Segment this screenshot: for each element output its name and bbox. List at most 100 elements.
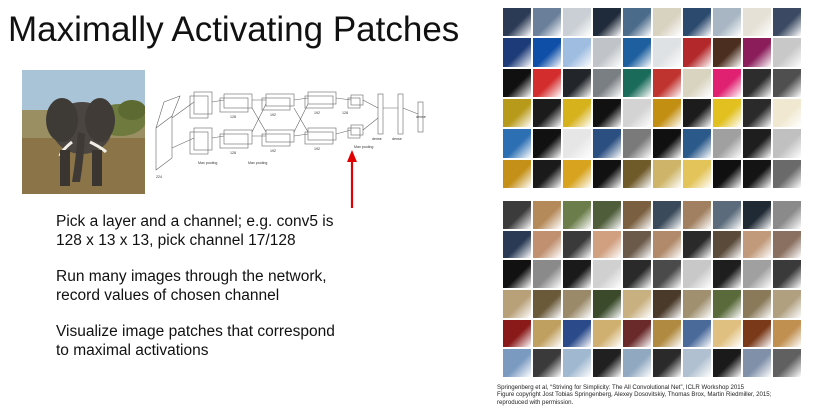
image-patch [623,201,651,229]
image-patch [743,349,771,377]
image-patch [593,289,621,318]
image-patch [773,260,801,288]
image-patch [713,260,741,288]
image-patch [533,8,561,37]
image-patch [683,201,711,229]
image-patch [743,129,771,158]
label-dense-1: dense [372,137,382,141]
image-patch [593,68,621,97]
patch-grid-bottom [503,201,801,377]
image-patch [743,260,771,288]
image-patch [713,230,741,259]
svg-text:128: 128 [230,151,236,155]
image-patch [593,129,621,158]
svg-text:192: 192 [270,149,276,153]
image-patch [773,230,801,259]
image-patch [773,319,801,348]
image-patch [593,230,621,259]
image-patch [653,289,681,318]
image-patch [623,349,651,377]
image-patch [503,68,531,97]
svg-text:192: 192 [314,147,320,151]
patch-grid-top [503,8,801,188]
image-patch [533,230,561,259]
image-patch [593,319,621,348]
image-patch [653,129,681,158]
image-patch [503,260,531,288]
citation-line-2: Figure copyright Jost Tobias Springenber… [497,391,772,399]
image-patch [533,159,561,188]
image-patch [773,349,801,377]
image-patch [713,68,741,97]
image-patch [743,159,771,188]
image-patch [533,260,561,288]
image-patch [773,38,801,67]
image-patch [593,99,621,128]
image-patch [773,99,801,128]
image-patch [623,99,651,128]
image-patch [533,319,561,348]
image-patch [713,99,741,128]
image-patch [593,38,621,67]
bullet-3: Visualize image patches that correspond … [56,323,335,359]
image-patch [623,129,651,158]
image-patch [653,349,681,377]
image-patch [533,289,561,318]
image-patch [533,68,561,97]
image-patch [683,68,711,97]
image-patch [743,38,771,67]
image-patch [563,260,591,288]
image-patch [623,38,651,67]
elephant-image [22,70,145,194]
image-patch [503,38,531,67]
image-patch [563,99,591,128]
image-patch [743,289,771,318]
image-patch [653,319,681,348]
image-patch [713,8,741,37]
image-patch [653,8,681,37]
image-patch [713,201,741,229]
image-patch [713,349,741,377]
image-patch [683,349,711,377]
image-patch [773,129,801,158]
image-patch [503,201,531,229]
red-arrow-icon [347,150,357,208]
svg-text:192: 192 [270,113,276,117]
image-patch [503,319,531,348]
image-patch [593,260,621,288]
bullet-2: Run many images through the network, rec… [56,268,327,304]
image-patch [653,38,681,67]
image-patch [563,38,591,67]
image-patch [683,8,711,37]
image-patch [503,159,531,188]
citation-line-3: reproduced with permission. [497,398,574,406]
image-patch [503,99,531,128]
image-patch [743,230,771,259]
image-patch [503,289,531,318]
image-patch [623,289,651,318]
label-max-pooling-3: Max pooling [354,145,373,149]
image-patch [653,260,681,288]
image-patch [563,8,591,37]
image-patch [593,8,621,37]
svg-text:224: 224 [156,175,162,179]
image-patch [743,201,771,229]
image-patch [563,349,591,377]
image-patch [563,289,591,318]
svg-text:192: 192 [314,111,320,115]
image-patch [743,68,771,97]
image-patch [713,159,741,188]
image-patch [683,159,711,188]
image-patch [683,99,711,128]
image-patch [563,159,591,188]
image-patch [623,319,651,348]
image-patch [533,38,561,67]
image-patch [653,68,681,97]
image-patch [713,38,741,67]
image-patch [773,201,801,229]
label-max-pooling-1: Max pooling [198,161,217,165]
image-patch [743,319,771,348]
image-patch [533,349,561,377]
image-patch [503,8,531,37]
elephant-illustration [22,70,145,194]
